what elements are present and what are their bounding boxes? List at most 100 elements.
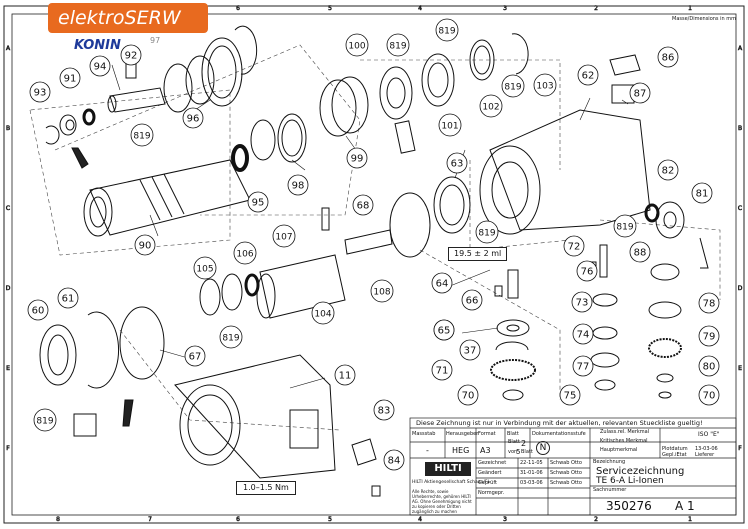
zone-marker: 4 bbox=[418, 5, 422, 12]
sheet-label: Blatt bbox=[508, 439, 520, 445]
zone-marker: C bbox=[738, 205, 742, 212]
part-label: 74 bbox=[572, 323, 594, 345]
iso-projection: ISO "E" bbox=[698, 431, 720, 438]
part-number-text: 71 bbox=[436, 366, 449, 377]
part-label-circle bbox=[27, 299, 49, 321]
part-label: 90 bbox=[134, 234, 156, 256]
part-label-circle bbox=[383, 449, 405, 471]
part-number-text: 819 bbox=[36, 417, 53, 427]
part-number-text: 82 bbox=[662, 166, 675, 177]
part-label: 79 bbox=[698, 325, 720, 347]
revision: A 1 bbox=[675, 499, 695, 513]
part-label: 103 bbox=[533, 73, 557, 97]
description-model: TE 6-A Li-Ionen bbox=[596, 476, 664, 486]
part-label-circle bbox=[571, 291, 593, 313]
row-label-norm: Normgepr. bbox=[478, 490, 505, 496]
zone-marker: E bbox=[6, 365, 10, 372]
part-number-text: 107 bbox=[275, 233, 292, 243]
part-number-text: 93 bbox=[34, 88, 47, 99]
part-number-text: 74 bbox=[577, 330, 590, 341]
part-label-circle bbox=[89, 55, 111, 77]
zone-marker: 1 bbox=[688, 5, 692, 12]
header-format: Format bbox=[478, 431, 496, 437]
zone-marker: D bbox=[738, 285, 743, 292]
zone-marker: 2 bbox=[594, 516, 598, 523]
part-label-circle bbox=[572, 323, 594, 345]
part-number-text: 90 bbox=[139, 241, 152, 252]
row-name-drawn: Schwab Otto bbox=[550, 460, 582, 466]
part-label: 96 bbox=[182, 107, 204, 129]
part-number-text: 819 bbox=[478, 229, 495, 239]
part-number-text: 95 bbox=[252, 198, 265, 209]
watermark-brand-text: elektroSERW bbox=[58, 7, 181, 29]
part-number-text: 819 bbox=[616, 223, 633, 233]
part-number-text: 77 bbox=[577, 362, 590, 373]
part-label-circle bbox=[435, 18, 459, 42]
part-number-text: 11 bbox=[339, 371, 352, 382]
part-label: 102 bbox=[479, 94, 503, 118]
part-label-circle bbox=[370, 279, 394, 303]
header-sheet: Blatt bbox=[507, 431, 519, 437]
status-label: Gepl.iEtat bbox=[662, 452, 687, 458]
part-label: 78 bbox=[698, 292, 720, 314]
part-number-text: 84 bbox=[388, 456, 401, 467]
part-label: 819 bbox=[219, 325, 243, 349]
part-number-text: 819 bbox=[389, 42, 406, 52]
part-label-circle bbox=[446, 152, 468, 174]
part-label-circle bbox=[352, 194, 374, 216]
part-number-text: 819 bbox=[133, 132, 150, 142]
part-number-text: 67 bbox=[189, 352, 202, 363]
part-label: 93 bbox=[29, 81, 51, 103]
sheet-count: 5 bbox=[516, 448, 521, 456]
hilti-logo: HILTI bbox=[425, 462, 471, 476]
part-label: 82 bbox=[657, 159, 679, 181]
part-label-circle bbox=[272, 224, 296, 248]
header-publisher: Herausgeber bbox=[446, 431, 479, 437]
part-number: 350276 bbox=[606, 499, 652, 513]
part-label-circle bbox=[345, 33, 369, 57]
legend-item-critical: Kritisches Merkmal bbox=[600, 438, 648, 444]
dimension-unit-note: Masse/Dimensions in mm bbox=[672, 16, 737, 22]
part-label: 91 bbox=[59, 67, 81, 89]
zone-marker: D bbox=[6, 285, 11, 292]
row-date-drawn: 22-11-05 bbox=[520, 460, 543, 466]
rights-notice: Alle Rechte, sowie Urheberrechte, gehöre… bbox=[412, 489, 472, 514]
validity-note: Diese Zeichnung ist nur in Verbindung mi… bbox=[416, 419, 703, 427]
part-number-text: 819 bbox=[504, 83, 521, 93]
part-number-text: 108 bbox=[373, 288, 390, 298]
part-number-text: 37 bbox=[464, 346, 477, 357]
part-label: 105 bbox=[193, 256, 217, 280]
part-label: 67 bbox=[184, 345, 206, 367]
part-label: 819 bbox=[386, 33, 410, 57]
part-label-circle bbox=[698, 292, 720, 314]
part-label: 100 bbox=[345, 33, 369, 57]
part-number-label: Sachnummer bbox=[593, 487, 627, 493]
part-number-text: 63 bbox=[451, 159, 464, 170]
publisher-value: HEG bbox=[452, 446, 470, 455]
part-label: 80 bbox=[698, 355, 720, 377]
zone-marker: 5 bbox=[328, 5, 332, 12]
watermark-stamp: 97 bbox=[150, 36, 161, 45]
part-label-circle bbox=[475, 220, 499, 244]
zone-marker: 6 bbox=[236, 5, 240, 12]
part-label: 101 bbox=[438, 113, 462, 137]
part-label-circle bbox=[501, 74, 525, 98]
format-value: A3 bbox=[480, 446, 491, 455]
status-value: Lieferer bbox=[695, 452, 715, 458]
part-number-text: 68 bbox=[357, 201, 370, 212]
part-number-text: 72 bbox=[568, 242, 581, 253]
part-label-circle bbox=[386, 33, 410, 57]
part-label: 107 bbox=[272, 224, 296, 248]
part-label-circle bbox=[433, 319, 455, 341]
part-label-circle bbox=[29, 81, 51, 103]
part-label-circle bbox=[184, 345, 206, 367]
row-label-changed: Geändert bbox=[478, 470, 502, 476]
part-number-text: 94 bbox=[94, 62, 107, 73]
part-label: 108 bbox=[370, 279, 394, 303]
part-label-circle bbox=[572, 355, 594, 377]
part-number-text: 104 bbox=[314, 310, 331, 320]
part-number-text: 100 bbox=[348, 42, 365, 52]
zone-marker: F bbox=[6, 445, 10, 452]
row-label-drawn: Gezeichnet bbox=[478, 460, 507, 466]
part-label-circle bbox=[629, 82, 651, 104]
